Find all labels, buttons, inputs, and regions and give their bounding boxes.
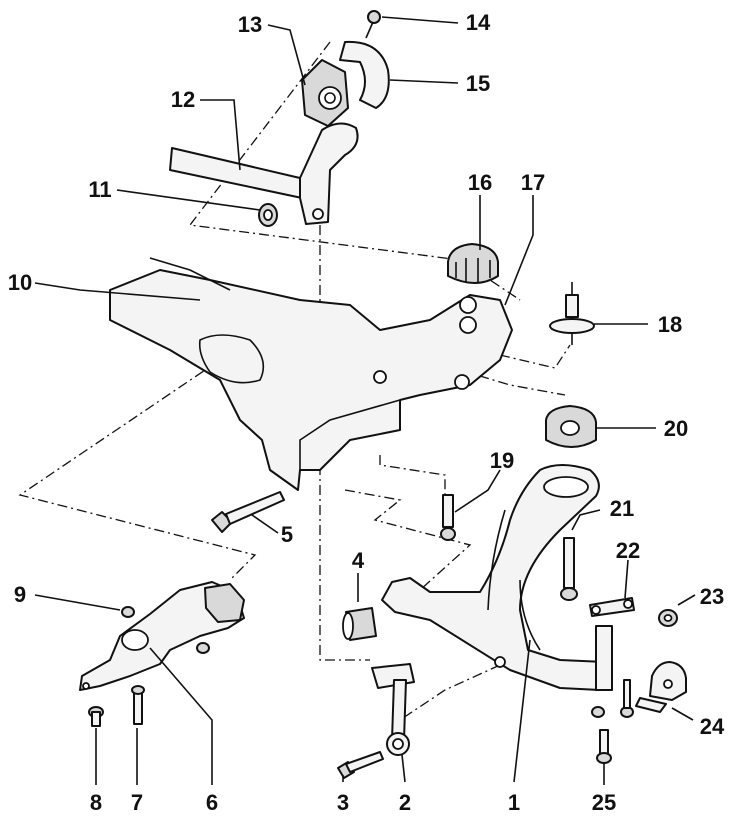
callout-15: 15 — [466, 71, 490, 96]
stabilizer-bar — [169, 122, 359, 225]
callout-22: 22 — [616, 538, 640, 563]
bolt-21 — [560, 537, 578, 601]
bolt-5 — [211, 491, 285, 533]
callout-1: 1 — [508, 790, 520, 815]
callout-18: 18 — [658, 312, 682, 337]
bracket-screws — [121, 606, 210, 654]
callout-13: 13 — [238, 12, 262, 37]
small-bolts — [591, 679, 634, 764]
callout-5: 5 — [281, 522, 293, 547]
callout-8: 8 — [90, 790, 102, 815]
bolt-3 — [337, 751, 384, 779]
mounting-pin-18 — [549, 282, 595, 345]
link-22 — [589, 597, 635, 691]
callout-10: 10 — [8, 270, 32, 295]
callout-25: 25 — [592, 790, 616, 815]
callout-24: 24 — [700, 714, 725, 739]
bushing-4 — [342, 607, 377, 641]
callout-21: 21 — [610, 496, 634, 521]
bolt-19 — [440, 494, 456, 541]
rubber-mount-20 — [545, 405, 597, 448]
ball-joint-24 — [635, 661, 687, 713]
callout-6: 6 — [206, 790, 218, 815]
callout-11: 11 — [88, 177, 111, 202]
nut-23 — [658, 609, 678, 627]
callout-23: 23 — [700, 584, 724, 609]
callout-17: 17 — [521, 170, 545, 195]
coupling-rod — [371, 663, 415, 756]
bolt-7 — [131, 685, 145, 725]
callout-12: 12 — [171, 87, 195, 112]
stabilizer-bushing-assembly — [301, 10, 390, 127]
callout-3: 3 — [337, 790, 349, 815]
bushing-11 — [258, 203, 278, 227]
control-arm — [381, 464, 606, 691]
callout-2: 2 — [399, 790, 411, 815]
callout-19: 19 — [490, 448, 514, 473]
callout-20: 20 — [664, 416, 688, 441]
callout-labels: 1 2 3 4 5 6 7 8 9 10 11 12 13 14 15 16 1… — [8, 10, 725, 815]
callout-4: 4 — [352, 548, 365, 573]
mounting-bracket-6 — [79, 581, 245, 691]
rubber-mount-16 — [447, 243, 499, 284]
callout-7: 7 — [131, 790, 143, 815]
subframe — [109, 257, 513, 491]
callout-9: 9 — [14, 582, 26, 607]
callout-16: 16 — [468, 170, 492, 195]
leader-lines — [34, 16, 696, 785]
callout-14: 14 — [466, 10, 491, 35]
bolt-8 — [88, 706, 104, 727]
